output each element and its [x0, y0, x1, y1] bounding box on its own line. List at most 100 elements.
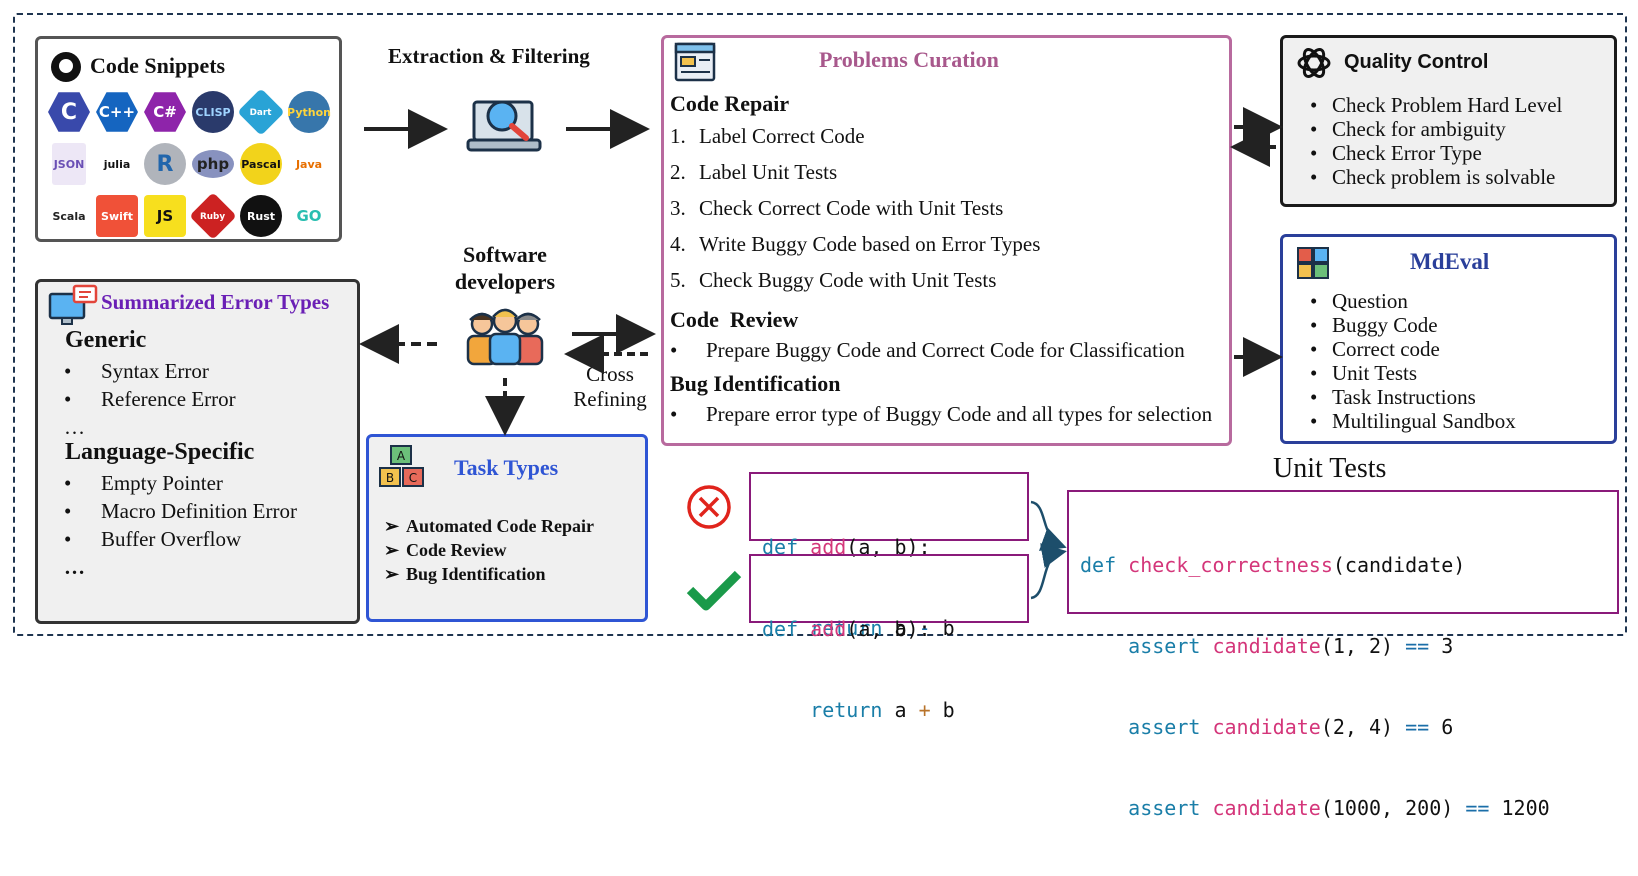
wrong-icon — [687, 485, 731, 529]
flow-arrows — [359, 107, 1283, 600]
error-types-panel: Summarized Error Types Generic •Syntax E… — [35, 279, 360, 624]
mdeval-item: Question — [1310, 289, 1516, 313]
arrow-correct-to-tests — [1030, 543, 1067, 600]
quality-control-title: Quality Control — [1344, 51, 1489, 73]
language-name: JS — [156, 207, 174, 225]
puzzle-icon — [1297, 247, 1329, 279]
language-name: GO — [296, 207, 322, 225]
language-name: C++ — [98, 103, 136, 121]
code-repair-step: 5.Check Buggy Code with Unit Tests — [670, 268, 997, 292]
pascal-logo-icon: Pascal — [240, 143, 282, 185]
r-logo-icon: R — [144, 143, 186, 185]
specific-ellipsis: … — [64, 555, 85, 579]
openai-icon — [1297, 48, 1331, 78]
specific-list: •Empty Pointer •Macro Definition Error •… — [64, 471, 297, 581]
arrow-buggy-to-tests — [1030, 500, 1067, 551]
unit-tests-title: Unit Tests — [1273, 453, 1387, 484]
mdeval-title: MdEval — [1410, 249, 1490, 274]
generic-list: •Syntax Error •Reference Error … — [64, 359, 236, 441]
task-types-list: ➢Automated Code Repair ➢Code Review ➢Bug… — [384, 514, 594, 586]
developers-label: Software developers — [454, 242, 556, 294]
swift-logo-icon: Swift — [96, 195, 138, 237]
language-name: php — [196, 155, 230, 173]
code-repair-step: 3.Check Correct Code with Unit Tests — [670, 196, 1004, 220]
bug-identification-heading: Bug Identification — [670, 371, 841, 396]
github-icon — [51, 52, 81, 82]
language-name: Pascal — [241, 157, 281, 171]
language-name: Scala — [52, 209, 86, 223]
language-name: Rust — [246, 209, 276, 223]
task-type-item: ➢Code Review — [384, 540, 507, 560]
scala-logo-icon: Scala — [48, 195, 90, 237]
block-c: C — [402, 467, 424, 487]
problems-curation-panel: Problems Curation Code Repair 1.Label Co… — [661, 35, 1232, 446]
buggy-code-box: def add(a, b): return a - b — [749, 472, 1029, 640]
language-specific-heading: Language-Specific — [65, 439, 255, 465]
specific-item: •Empty Pointer — [64, 471, 223, 495]
language-name: Java — [295, 157, 323, 171]
mdeval-item: Multilingual Sandbox — [1310, 409, 1516, 433]
code-snippets-title: Code Snippets — [90, 53, 226, 78]
code-repair-step: 1.Label Correct Code — [670, 124, 865, 148]
mdeval-item: Buggy Code — [1310, 313, 1516, 337]
language-name: julia — [103, 157, 131, 171]
quality-control-panel: Quality Control Check Problem Hard Level… — [1280, 35, 1617, 207]
code-repair-heading: Code Repair — [670, 91, 790, 116]
language-name: R — [156, 151, 174, 177]
task-type-item: ➢Bug Identification — [384, 564, 546, 584]
generic-item: •Syntax Error — [64, 359, 209, 383]
quality-control-item: Check Problem Hard Level — [1310, 93, 1562, 117]
js-logo-icon: JS — [144, 195, 186, 237]
julia-logo-icon: julia — [96, 143, 138, 185]
language-name: Swift — [101, 209, 133, 223]
generic-ellipsis: … — [64, 415, 85, 439]
extraction-label: Extraction & Filtering — [388, 44, 590, 68]
language-name: Python — [287, 105, 331, 119]
quality-control-item: Check Error Type — [1310, 141, 1562, 165]
bug-identification-item: •Prepare error type of Buggy Code and al… — [670, 402, 1213, 426]
php-logo-icon: php — [192, 150, 234, 178]
form-icon — [674, 42, 716, 82]
mdeval-item: Unit Tests — [1310, 361, 1516, 385]
monitor-alert-icon — [48, 284, 98, 325]
specific-item: •Macro Definition Error — [64, 499, 297, 523]
developers-icon — [466, 308, 544, 366]
cross-refining-label: Cross Refining — [573, 362, 647, 411]
language-name: CLISP — [195, 105, 231, 119]
go-logo-icon: GO — [288, 195, 330, 237]
quality-control-item: Check for ambiguity — [1310, 117, 1562, 141]
code-repair-steps: 1.Label Correct Code 2.Label Unit Tests … — [670, 124, 1210, 304]
task-type-item: ➢Automated Code Repair — [384, 516, 594, 536]
code-repair-step: 4.Write Buggy Code based on Error Types — [670, 232, 1041, 256]
mdeval-panel: MdEval Question Buggy Code Correct code … — [1280, 234, 1617, 444]
buggy-code: def add(a, b): return a - b — [762, 535, 955, 640]
task-types-title: Task Types — [454, 455, 559, 480]
specific-item: •Buffer Overflow — [64, 527, 242, 551]
block-a: A — [390, 445, 412, 465]
problems-curation-title: Problems Curation — [819, 47, 999, 72]
quality-control-list: Check Problem Hard Level Check for ambig… — [1310, 93, 1562, 189]
quality-control-item: Check problem is solvable — [1310, 165, 1562, 189]
language-name: C — [60, 99, 78, 125]
outer-frame — [13, 13, 1627, 636]
laptop-search-icon — [466, 100, 542, 152]
abc-blocks-icon: A B C — [377, 445, 427, 489]
python-logo-icon: Python — [287, 91, 331, 133]
code-review-item: •Prepare Buggy Code and Correct Code for… — [670, 338, 1185, 362]
mdeval-item: Task Instructions — [1310, 385, 1516, 409]
code-repair-step: 2.Label Unit Tests — [670, 160, 838, 184]
java-logo-icon: Java — [288, 143, 330, 185]
generic-heading: Generic — [65, 327, 147, 353]
error-types-title: Summarized Error Types — [101, 290, 330, 314]
mdeval-list: Question Buggy Code Correct code Unit Te… — [1310, 289, 1516, 433]
clisp-logo-icon: CLISP — [192, 91, 234, 133]
generic-item: •Reference Error — [64, 387, 236, 411]
json-logo-icon: JSON — [52, 143, 86, 185]
mdeval-item: Correct code — [1310, 337, 1516, 361]
language-name: JSON — [53, 157, 85, 171]
check-icon — [686, 570, 742, 611]
block-b: B — [379, 467, 401, 487]
task-types-panel: A B C Task Types ➢Automated Code Repair … — [366, 434, 648, 622]
